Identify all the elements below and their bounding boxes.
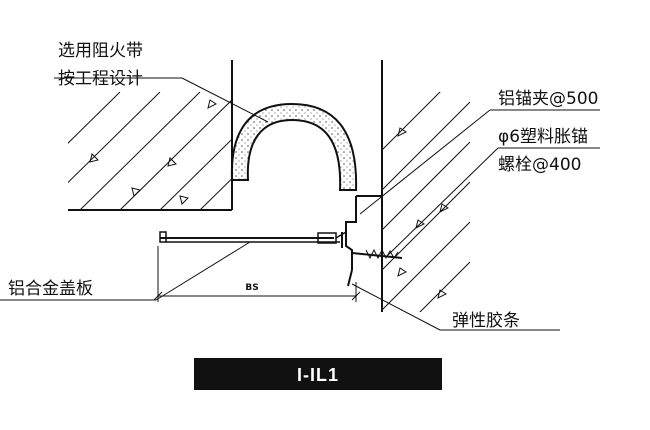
anchor-label-line1: φ6塑料胀锚 <box>498 127 588 147</box>
anchor-label-line2: 螺栓@400 <box>498 155 581 175</box>
dimension-bs <box>153 246 361 302</box>
clip-label: 铝锚夹@500 <box>498 89 598 109</box>
aluminum-cover-plate <box>159 231 347 244</box>
fire-strip-label-line1: 选用阻火带 <box>58 41 143 61</box>
rubber-strip-label: 弹性胶条 <box>452 311 520 331</box>
left-concrete-slab <box>68 60 233 211</box>
dimension-label: BS <box>245 283 258 293</box>
cover-plate-label: 铝合金盖板 <box>8 279 93 299</box>
detail-code-box: I-IL1 <box>194 358 442 390</box>
fire-barrier-strip <box>230 102 358 191</box>
detail-code: I-IL1 <box>297 365 339 385</box>
leader-lines <box>0 77 600 331</box>
right-concrete-wall <box>381 60 470 312</box>
anchor-bolt <box>351 248 403 260</box>
fire-strip-label-line2: 按工程设计 <box>58 69 143 89</box>
aluminum-clip <box>341 195 382 287</box>
